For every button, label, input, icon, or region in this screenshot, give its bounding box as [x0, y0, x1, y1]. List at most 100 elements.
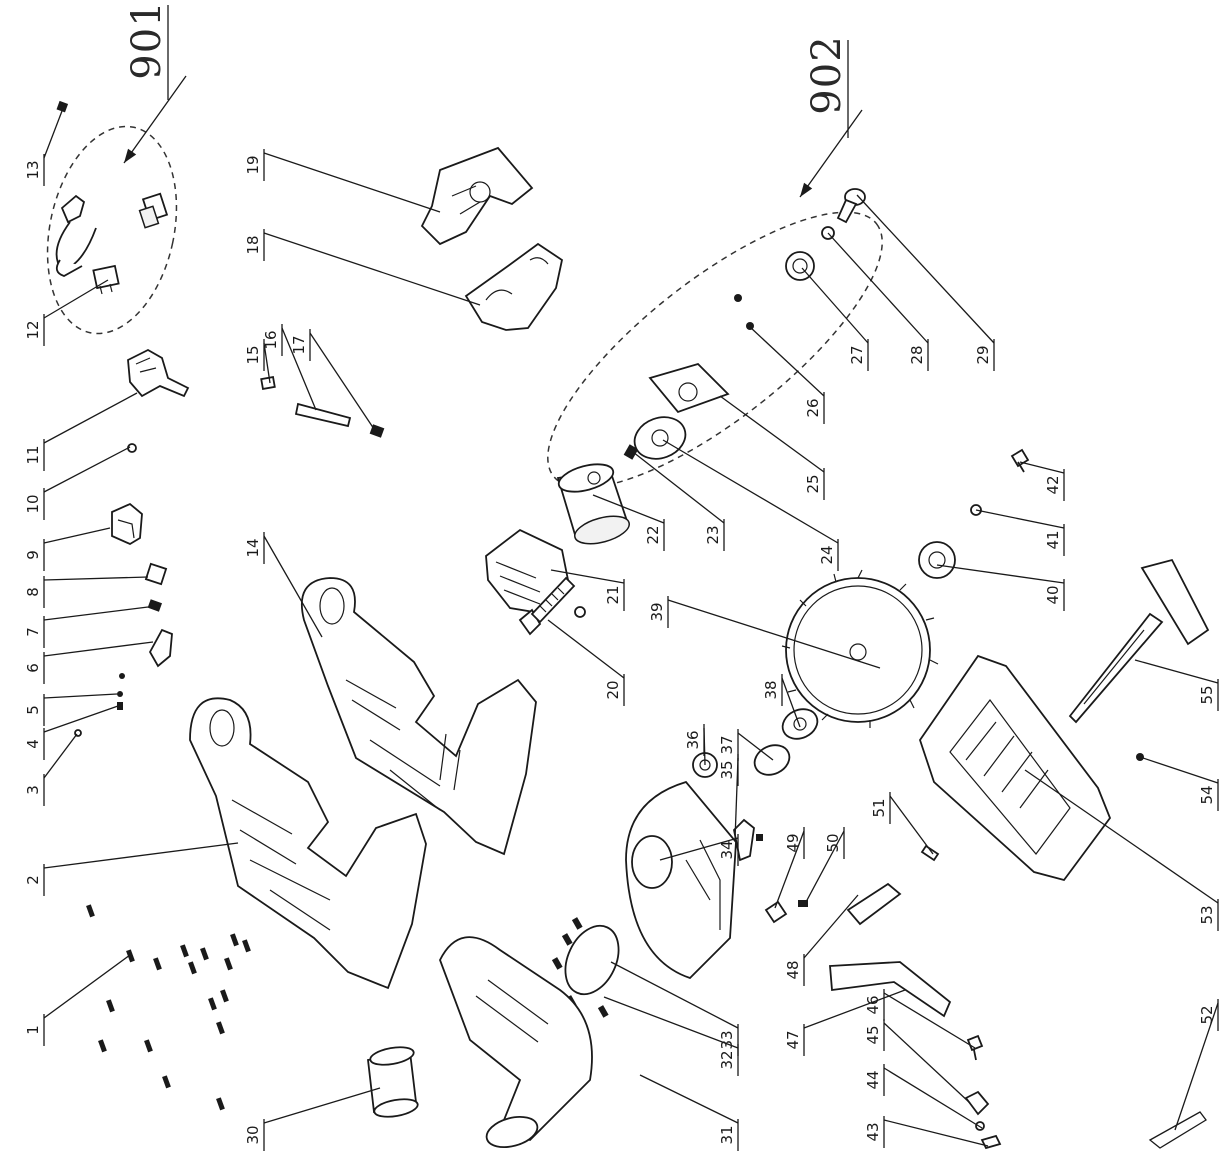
- part-label-24: 24: [818, 539, 839, 571]
- part-number-27: 27: [848, 345, 866, 364]
- leader-line-47: [803, 989, 906, 1029]
- leader-line-44: [883, 1067, 983, 1129]
- part-number-55: 55: [1198, 685, 1216, 704]
- part-label-52: 52: [1198, 999, 1219, 1031]
- part-number-21: 21: [604, 585, 622, 604]
- part-label-4: 4: [24, 728, 45, 760]
- part-number-34: 34: [718, 840, 736, 859]
- part-label-54: 54: [1198, 779, 1219, 811]
- leader-line-42: [1019, 461, 1065, 474]
- part-14-shape: [300, 577, 537, 856]
- leader-line-50: [805, 830, 845, 903]
- part-number-31: 31: [718, 1125, 736, 1144]
- part-label-15: 15: [244, 339, 265, 371]
- part-number-8: 8: [24, 587, 42, 597]
- part-label-18: 18: [244, 229, 265, 261]
- assembly-arrow-901: [123, 75, 187, 164]
- leader-line-25: [719, 395, 825, 473]
- part-number-19: 19: [244, 155, 262, 174]
- part-label-48: 48: [784, 954, 805, 986]
- part-number-5: 5: [24, 705, 42, 715]
- leader-line-5: [43, 693, 118, 699]
- leader-line-4: [43, 705, 119, 733]
- part-number-32: 32: [718, 1050, 736, 1069]
- leader-line-37: [737, 732, 774, 761]
- part-number-25: 25: [804, 474, 822, 493]
- part-26a-shape: [734, 294, 742, 302]
- part-number-20: 20: [604, 680, 622, 699]
- part-43-shape: [980, 1134, 1002, 1150]
- leader-line-43: [883, 1119, 989, 1147]
- part-number-26: 26: [804, 398, 822, 417]
- part-number-12: 12: [24, 320, 42, 339]
- part-53-shape: [919, 654, 1112, 882]
- part-19-shape: [420, 146, 534, 246]
- part-55-shape: [1068, 558, 1210, 724]
- leader-line-6: [43, 641, 154, 657]
- leader-line-22: [592, 494, 665, 524]
- part-number-28: 28: [908, 345, 926, 364]
- part-label-55: 55: [1198, 679, 1219, 711]
- part-number-48: 48: [784, 960, 802, 979]
- part-20-shape: [518, 576, 576, 636]
- part-label-31: 31: [718, 1119, 739, 1151]
- part-49-shape: [764, 900, 788, 924]
- part-39-blade: [781, 569, 939, 728]
- leader-line-27: [801, 267, 869, 344]
- part-number-44: 44: [864, 1070, 882, 1089]
- part-25-shape: [648, 362, 730, 414]
- part-label-43: 43: [864, 1116, 885, 1148]
- part-7-shape: [147, 599, 163, 612]
- part-24-shape: [633, 416, 687, 460]
- part-number-1: 1: [24, 1025, 42, 1035]
- part-label-45: 45: [864, 1019, 885, 1051]
- part-label-51: 51: [870, 792, 891, 824]
- part-21b-shape: [574, 606, 586, 618]
- part-33-shape: [564, 924, 620, 996]
- assembly-label-902: 902: [799, 35, 863, 198]
- leader-line-19: [263, 152, 441, 213]
- leader-line-33: [610, 961, 739, 1029]
- leader-line-29: [856, 194, 995, 344]
- part-label-16: 16: [262, 324, 283, 356]
- part-label-20: 20: [604, 674, 625, 706]
- part-label-50: 50: [824, 827, 845, 859]
- leader-line-21: [550, 569, 625, 584]
- part-number-22: 22: [644, 525, 662, 544]
- leader-line-24: [662, 439, 839, 544]
- leader-line-20: [547, 619, 625, 679]
- part-number-47: 47: [784, 1030, 802, 1049]
- part-number-53: 53: [1198, 905, 1216, 924]
- part-47-shape: [829, 961, 952, 1018]
- part-9-shape: [111, 502, 143, 546]
- leader-line-18: [263, 232, 481, 306]
- part-number-14: 14: [244, 538, 262, 557]
- part-label-26: 26: [804, 392, 825, 424]
- leader-line-2: [43, 842, 239, 869]
- part-label-38: 38: [762, 674, 783, 706]
- leader-line-54: [1139, 756, 1219, 784]
- part-11-switch: [127, 348, 190, 398]
- part-number-54: 54: [1198, 785, 1216, 804]
- part-label-41: 41: [1044, 524, 1065, 556]
- part-label-12: 12: [24, 314, 45, 346]
- leader-line-31: [639, 1074, 739, 1124]
- part-label-42: 42: [1044, 469, 1065, 501]
- part-number-41: 41: [1044, 530, 1062, 549]
- part-5b-shape: [117, 691, 123, 697]
- part-label-7: 7: [24, 616, 45, 648]
- leader-line-3: [43, 733, 78, 779]
- leader-line-46: [883, 992, 976, 1049]
- part-label-36: 36: [684, 724, 705, 756]
- part-number-11: 11: [24, 445, 42, 464]
- part-15-shape: [260, 375, 276, 391]
- leader-line-23: [632, 451, 725, 524]
- leader-line-30: [263, 1087, 381, 1124]
- leader-line-9: [43, 527, 111, 544]
- part-number-52: 52: [1198, 1005, 1216, 1024]
- assembly-number-902: 902: [804, 35, 850, 114]
- part-number-10: 10: [24, 494, 42, 513]
- part-27-shape: [785, 251, 815, 281]
- assembly-902-outline: [547, 211, 883, 489]
